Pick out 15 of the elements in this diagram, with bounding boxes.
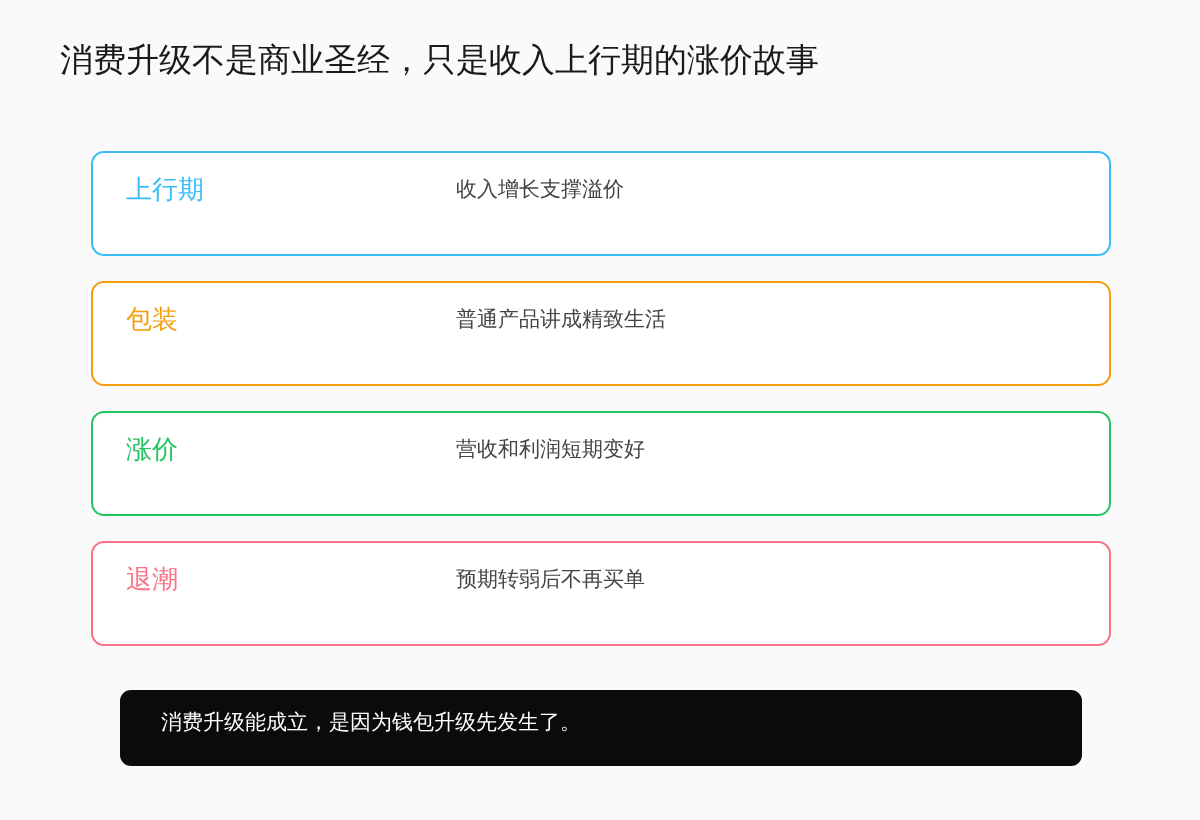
stage-heading: 退潮 bbox=[126, 563, 178, 596]
stage-heading: 涨价 bbox=[126, 433, 178, 466]
stage-card bbox=[91, 281, 1111, 386]
stage-card bbox=[91, 411, 1111, 516]
diagram-title: 消费升级不是商业圣经，只是收入上行期的涨价故事 bbox=[60, 39, 819, 81]
stage-description: 收入增长支撑溢价 bbox=[456, 176, 624, 203]
stage-description: 预期转弱后不再买单 bbox=[456, 566, 645, 593]
stage-description: 普通产品讲成精致生活 bbox=[456, 306, 666, 333]
stage-description: 营收和利润短期变好 bbox=[456, 436, 645, 463]
stage-heading: 上行期 bbox=[126, 173, 204, 206]
stage-card bbox=[91, 541, 1111, 646]
conclusion-banner bbox=[120, 690, 1082, 766]
stage-heading: 包装 bbox=[126, 303, 178, 336]
conclusion-text: 消费升级能成立，是因为钱包升级先发生了。 bbox=[161, 709, 581, 736]
stage-card bbox=[91, 151, 1111, 256]
